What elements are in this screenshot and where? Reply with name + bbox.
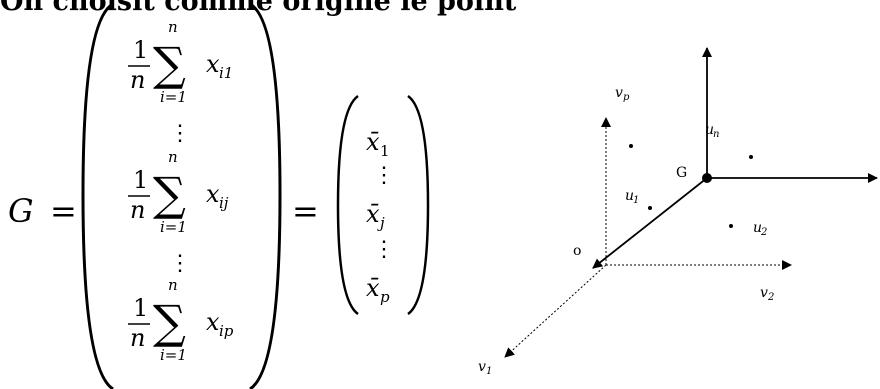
label-v2-sub: 2 — [767, 292, 774, 303]
sum-upper: n — [168, 18, 178, 36]
label-u1: u — [625, 188, 634, 204]
right-paren-1 — [249, 2, 282, 389]
right-paren-2 — [407, 94, 430, 316]
label-un: u — [705, 122, 714, 138]
sum-term-sub: ij — [219, 194, 229, 212]
label-vp-sub: p — [623, 92, 630, 103]
sum-term-sub: i1 — [219, 64, 233, 82]
mean-p-sub: p — [380, 288, 390, 306]
equals-sign-1: = — [50, 192, 77, 230]
sum-lower: i=1 — [160, 88, 187, 106]
equals-sign-2: = — [292, 192, 319, 230]
row-j: 1 n n ∑ i=1 x ij — [128, 148, 229, 236]
data-point — [729, 224, 733, 228]
label-v1: v — [478, 359, 486, 375]
mean-1-var: x̄ — [366, 128, 380, 156]
sum-symbol: ∑ — [153, 37, 186, 91]
label-v1-sub: 1 — [486, 366, 492, 377]
label-vp: v — [615, 85, 623, 101]
sum-symbol: ∑ — [153, 295, 186, 349]
data-point — [648, 206, 652, 210]
frac-den: n — [130, 324, 145, 352]
vdots-4: ⋮ — [373, 237, 395, 262]
label-un-sub: n — [713, 129, 719, 140]
label-u2-sub: 2 — [760, 227, 767, 238]
vdots-1: ⋮ — [169, 121, 191, 146]
left-paren-2 — [336, 94, 359, 316]
mean-p-var: x̄ — [366, 274, 380, 302]
sum-lower: i=1 — [160, 346, 187, 364]
sum-term-var: x — [206, 180, 220, 208]
mean-j-sub: j — [377, 214, 385, 232]
data-point — [629, 144, 633, 148]
label-v2: v — [760, 285, 768, 301]
sum-upper: n — [168, 276, 178, 294]
axis-g-down — [592, 177, 708, 269]
frac-den: n — [130, 196, 145, 224]
label-origin: o — [573, 243, 581, 259]
left-paren-1 — [81, 2, 114, 389]
sum-upper: n — [168, 148, 178, 166]
frac-num: 1 — [133, 36, 148, 64]
axes-diagram: v p u n G u 1 u 2 o v 2 v 1 — [478, 47, 878, 377]
heading: On choisit comme origine le point — [0, 0, 517, 17]
sum-lower: i=1 — [160, 218, 187, 236]
centroid-point — [702, 173, 712, 183]
label-center: G — [676, 165, 687, 181]
sum-term-sub: ip — [219, 322, 234, 340]
sum-term-var: x — [206, 50, 220, 78]
frac-den: n — [130, 66, 145, 94]
label-u1-sub: 1 — [633, 195, 639, 206]
label-u2: u — [753, 220, 762, 236]
sum-symbol: ∑ — [153, 167, 186, 221]
axis-v1 — [504, 264, 607, 358]
data-point — [749, 155, 753, 159]
row-1: 1 n n ∑ i=1 x i1 — [128, 18, 233, 106]
frac-num: 1 — [133, 294, 148, 322]
row-p: 1 n n ∑ i=1 x ip — [128, 276, 234, 364]
sum-term-var: x — [206, 308, 220, 336]
vdots-3: ⋮ — [373, 163, 395, 188]
mean-j-var: x̄ — [366, 200, 380, 228]
mean-1-sub: 1 — [380, 142, 390, 160]
vdots-2: ⋮ — [169, 251, 191, 276]
equation-lhs: G — [8, 192, 34, 230]
frac-num: 1 — [133, 166, 148, 194]
centroid-equation: G = 1 n n ∑ i=1 x i1 ⋮ 1 n n ∑ i=1 x ij … — [8, 2, 430, 389]
